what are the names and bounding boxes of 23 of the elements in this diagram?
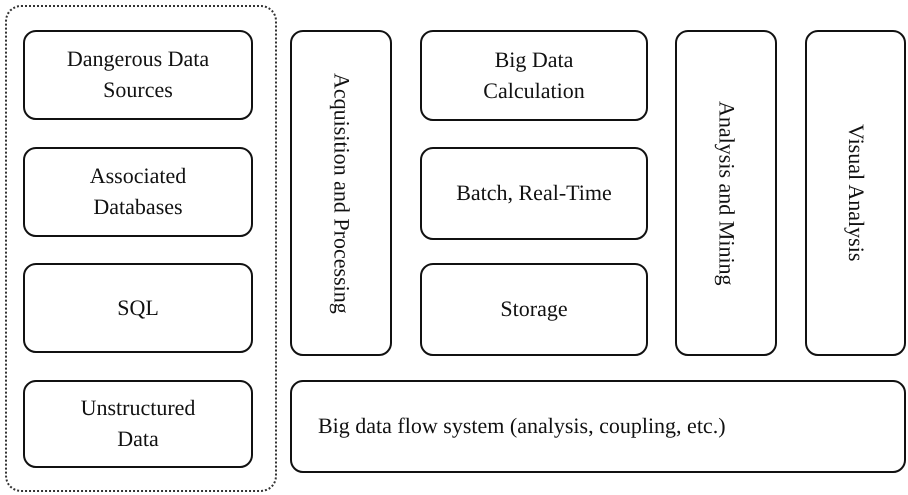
box-label: SQL <box>117 294 159 322</box>
process-box <box>420 30 648 121</box>
box-label: Unstructured Data <box>80 394 196 453</box>
process-box <box>290 380 906 473</box>
box-label: Big Data Calculation <box>482 46 586 104</box>
box-label: Big data flow system (analysis, coupling, etc.) <box>318 412 726 440</box>
box-label: Dangerous Data Sources <box>66 45 210 104</box>
vertical-box <box>290 30 392 356</box>
process-box <box>23 147 253 237</box>
vertical-box <box>805 30 906 356</box>
process-box <box>23 263 253 353</box>
group-container <box>5 5 277 492</box>
box-label: Associated Databases <box>88 162 188 221</box>
process-box <box>420 263 648 356</box>
process-box <box>420 147 648 240</box>
process-box <box>23 380 253 468</box>
process-box <box>23 30 253 120</box>
box-label: Analysis and Mining <box>713 100 740 286</box>
box-label: Storage <box>500 295 568 324</box>
box-label: Batch, Real-Time <box>456 179 612 208</box>
vertical-box <box>675 30 777 356</box>
box-label: Visual Analysis <box>842 124 870 262</box>
box-label: Acquisition and Processing <box>328 72 356 314</box>
